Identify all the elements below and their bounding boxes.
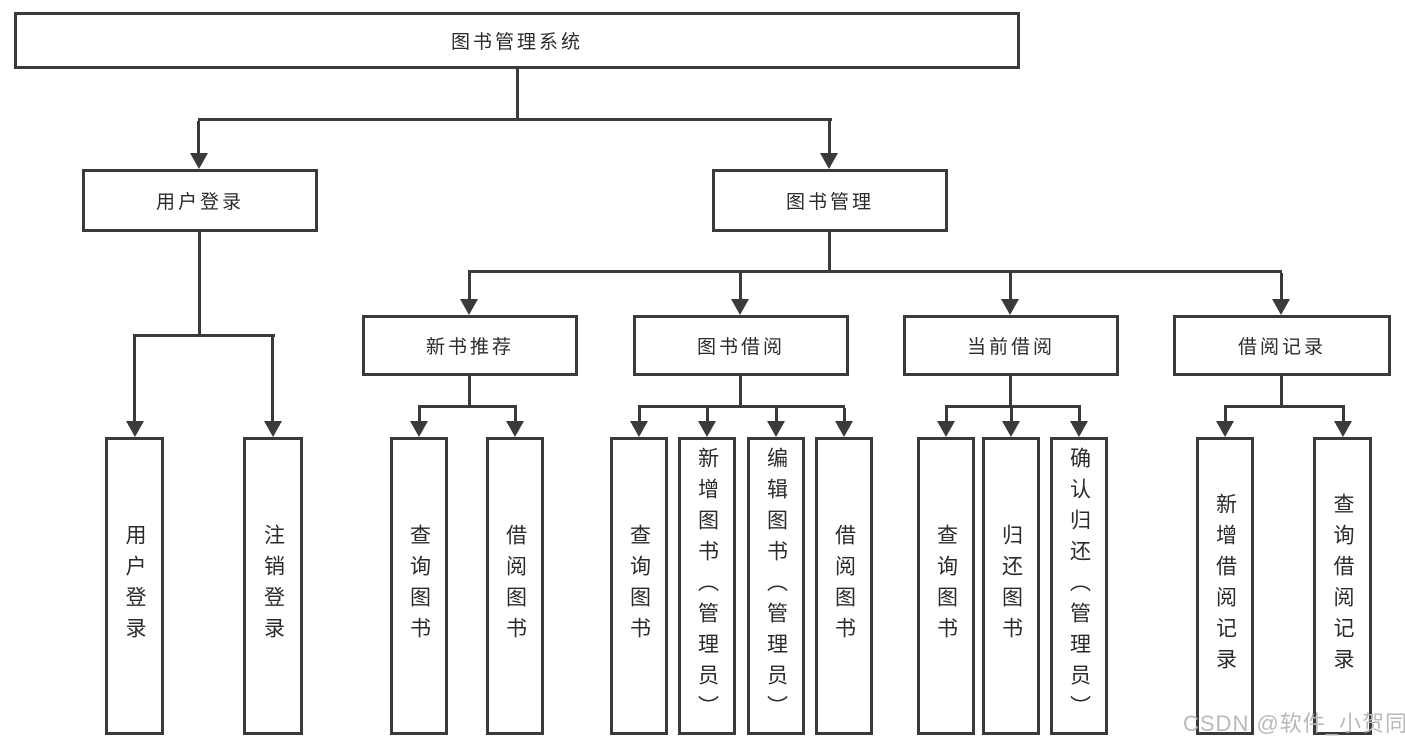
- arrow-down-icon: [460, 299, 478, 315]
- connector-line: [468, 273, 471, 301]
- node-borrowing-records: 借阅记录: [1173, 315, 1391, 376]
- leaf-label: 确认归还（管理员）: [1067, 446, 1091, 726]
- node-label: 借阅记录: [1237, 337, 1326, 358]
- connector-line: [133, 334, 275, 337]
- node-label: 当前借阅: [966, 337, 1055, 358]
- arrow-down-icon: [1070, 421, 1088, 437]
- node-book-management: 图书管理: [712, 169, 948, 232]
- connector-line: [198, 232, 201, 336]
- connector-line: [638, 405, 845, 408]
- leaf-label: 查询借阅记录: [1331, 493, 1354, 679]
- node-label: 图书管理系统: [450, 32, 583, 53]
- node-library-management-system: 图书管理系统: [14, 12, 1020, 69]
- leaf-label: 归还图书: [999, 524, 1023, 648]
- connector-line: [133, 337, 136, 421]
- arrow-down-icon: [1216, 421, 1234, 437]
- connector-line: [1224, 408, 1227, 421]
- leaf-return-books: 归还图书: [982, 437, 1040, 735]
- arrow-down-icon: [1334, 421, 1352, 437]
- connector-line: [418, 405, 517, 408]
- leaf-label: 新增图书（管理员）: [695, 446, 719, 726]
- leaf-label: 新增借阅记录: [1213, 493, 1237, 679]
- node-current-borrowing: 当前借阅: [903, 315, 1119, 376]
- arrow-down-icon: [937, 421, 955, 437]
- connector-line: [739, 376, 742, 407]
- connector-line: [843, 408, 846, 421]
- connector-line: [271, 337, 274, 421]
- leaf-query-books-borrowing: 查询图书: [610, 437, 668, 735]
- arrow-down-icon: [1002, 421, 1020, 437]
- arrow-down-icon: [767, 421, 785, 437]
- node-book-borrowing: 图书借阅: [633, 315, 849, 376]
- leaf-label: 借阅图书: [832, 524, 856, 648]
- leaf-add-borrow-record: 新增借阅记录: [1196, 437, 1254, 735]
- connector-line: [1280, 273, 1283, 301]
- leaf-borrow-books-borrowing: 借阅图书: [815, 437, 873, 735]
- leaf-label: 编辑图书（管理员）: [764, 446, 788, 726]
- arrow-down-icon: [731, 299, 749, 315]
- leaf-query-books-recommend: 查询图书: [390, 437, 448, 735]
- connector-line: [945, 408, 948, 421]
- connector-line: [739, 273, 742, 301]
- leaf-label: 用户登录: [123, 524, 146, 648]
- watermark: CSDN @软件_小贺同学: [1183, 711, 1405, 736]
- leaf-borrow-books-recommend: 借阅图书: [486, 437, 544, 735]
- connector-line: [638, 408, 641, 421]
- leaf-confirm-return-admin: 确认归还（管理员）: [1050, 437, 1108, 735]
- node-user-login: 用户登录: [82, 169, 318, 232]
- connector-line: [1009, 376, 1012, 407]
- leaf-add-book-admin: 新增图书（管理员）: [678, 437, 736, 735]
- connector-line: [1078, 408, 1081, 421]
- arrow-down-icon: [190, 153, 208, 169]
- connector-line: [706, 408, 709, 421]
- node-label: 用户登录: [155, 192, 244, 213]
- connector-line: [197, 121, 200, 154]
- leaf-query-borrow-record: 查询借阅记录: [1313, 437, 1372, 735]
- leaf-edit-book-admin: 编辑图书（管理员）: [747, 437, 805, 735]
- connector-line: [1280, 376, 1283, 407]
- connector-line: [945, 405, 1081, 408]
- arrow-down-icon: [264, 421, 282, 437]
- leaf-label: 查询图书: [934, 524, 958, 648]
- arrow-down-icon: [1001, 299, 1019, 315]
- node-label: 新书推荐: [425, 337, 514, 358]
- leaf-label: 借阅图书: [503, 524, 527, 648]
- connector-line: [775, 408, 778, 421]
- arrow-down-icon: [630, 421, 648, 437]
- connector-line: [1009, 273, 1012, 301]
- leaf-label: 查询图书: [627, 524, 651, 648]
- connector-line: [468, 270, 1282, 273]
- leaf-label: 注销登录: [261, 524, 285, 648]
- leaf-logout: 注销登录: [243, 437, 303, 735]
- arrow-down-icon: [410, 421, 428, 437]
- arrow-down-icon: [1272, 299, 1290, 315]
- connector-line: [828, 232, 831, 272]
- connector-line: [1010, 408, 1013, 421]
- connector-line: [418, 408, 421, 421]
- arrow-down-icon: [835, 421, 853, 437]
- node-label: 图书管理: [785, 192, 874, 213]
- connector-line: [1342, 408, 1345, 421]
- arrow-down-icon: [126, 421, 144, 437]
- connector-line: [516, 69, 519, 119]
- node-label: 图书借阅: [696, 337, 785, 358]
- arrow-down-icon: [698, 421, 716, 437]
- connector-line: [468, 376, 471, 407]
- leaf-user-login: 用户登录: [105, 437, 164, 735]
- leaf-query-books-current: 查询图书: [917, 437, 975, 735]
- arrow-down-icon: [820, 153, 838, 169]
- connector-line: [828, 121, 831, 154]
- leaf-label: 查询图书: [407, 524, 431, 648]
- connector-line: [198, 118, 832, 121]
- arrow-down-icon: [506, 421, 524, 437]
- node-new-book-recommendation: 新书推荐: [362, 315, 578, 376]
- connector-line: [1224, 405, 1345, 408]
- connector-line: [514, 408, 517, 421]
